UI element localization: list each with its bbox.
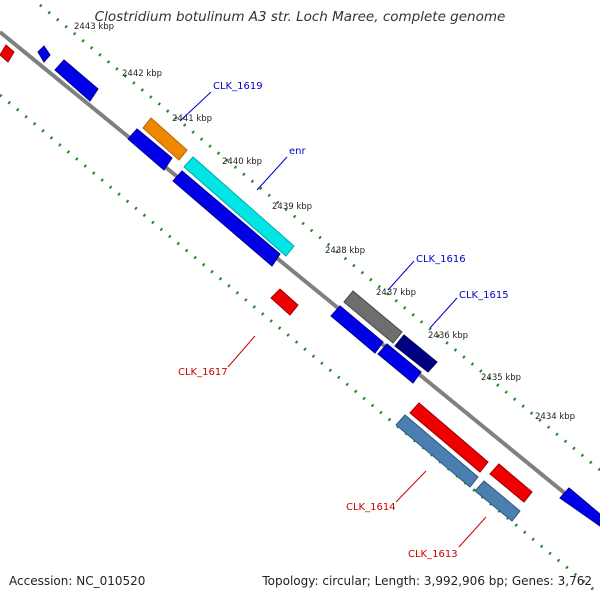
gene-feature[interactable] [172, 170, 281, 267]
label-leader-line [227, 335, 256, 368]
scale-tick-label: 2435 kbp [481, 373, 521, 383]
gene-feature[interactable] [0, 44, 15, 63]
gene-feature[interactable] [270, 288, 299, 316]
genome-summary-text: Topology: circular; Length: 3,992,906 bp… [262, 574, 592, 588]
gene-feature[interactable] [394, 334, 438, 373]
gene-label[interactable]: CLK_1617 [178, 367, 228, 378]
gene-label[interactable]: CLK_1613 [408, 549, 458, 560]
gene-label[interactable]: enr [289, 146, 306, 157]
gene-feature[interactable] [183, 156, 295, 257]
scale-tick-label: 2441 kbp [172, 114, 212, 124]
scale-tick-label: 2437 kbp [376, 288, 416, 298]
gene-feature[interactable] [409, 402, 489, 473]
outer-dotted-track [39, 3, 600, 472]
label-leader-line [179, 91, 212, 122]
gene-feature[interactable] [377, 343, 422, 384]
label-leader-line [387, 260, 415, 291]
gene-feature[interactable] [37, 45, 51, 63]
gene-feature[interactable] [559, 487, 600, 527]
gene-label[interactable]: CLK_1619 [213, 81, 263, 92]
gene-feature[interactable] [127, 128, 173, 171]
scale-tick-label: 2439 kbp [272, 202, 312, 212]
scale-tick-label: 2443 kbp [74, 22, 114, 32]
genome-backbone [0, 30, 600, 524]
scale-tick-label: 2440 kbp [222, 157, 262, 167]
gene-feature[interactable] [395, 414, 479, 488]
scale-tick-label: 2438 kbp [325, 246, 365, 256]
gene-label[interactable]: CLK_1616 [416, 254, 466, 265]
gene-feature[interactable] [142, 117, 188, 161]
scale-tick-label: 2434 kbp [535, 412, 575, 422]
label-leader-line [429, 297, 458, 329]
gene-feature[interactable] [489, 463, 533, 503]
gene-label[interactable]: CLK_1614 [346, 502, 396, 513]
gene-feature[interactable] [54, 59, 99, 102]
gene-feature[interactable] [474, 480, 521, 522]
label-leader-line [458, 516, 487, 548]
gene-feature[interactable] [343, 290, 403, 344]
label-leader-line [256, 156, 288, 191]
gene-label[interactable]: CLK_1615 [459, 290, 509, 301]
map-title: Clostridium botulinum A3 str. Loch Maree… [94, 9, 506, 25]
scale-tick-label: 2442 kbp [122, 69, 162, 79]
gene-feature[interactable] [330, 305, 384, 354]
label-leader-line [395, 470, 427, 503]
scale-tick-label: 2436 kbp [428, 331, 468, 341]
accession-text: Accession: NC_010520 [9, 574, 146, 588]
